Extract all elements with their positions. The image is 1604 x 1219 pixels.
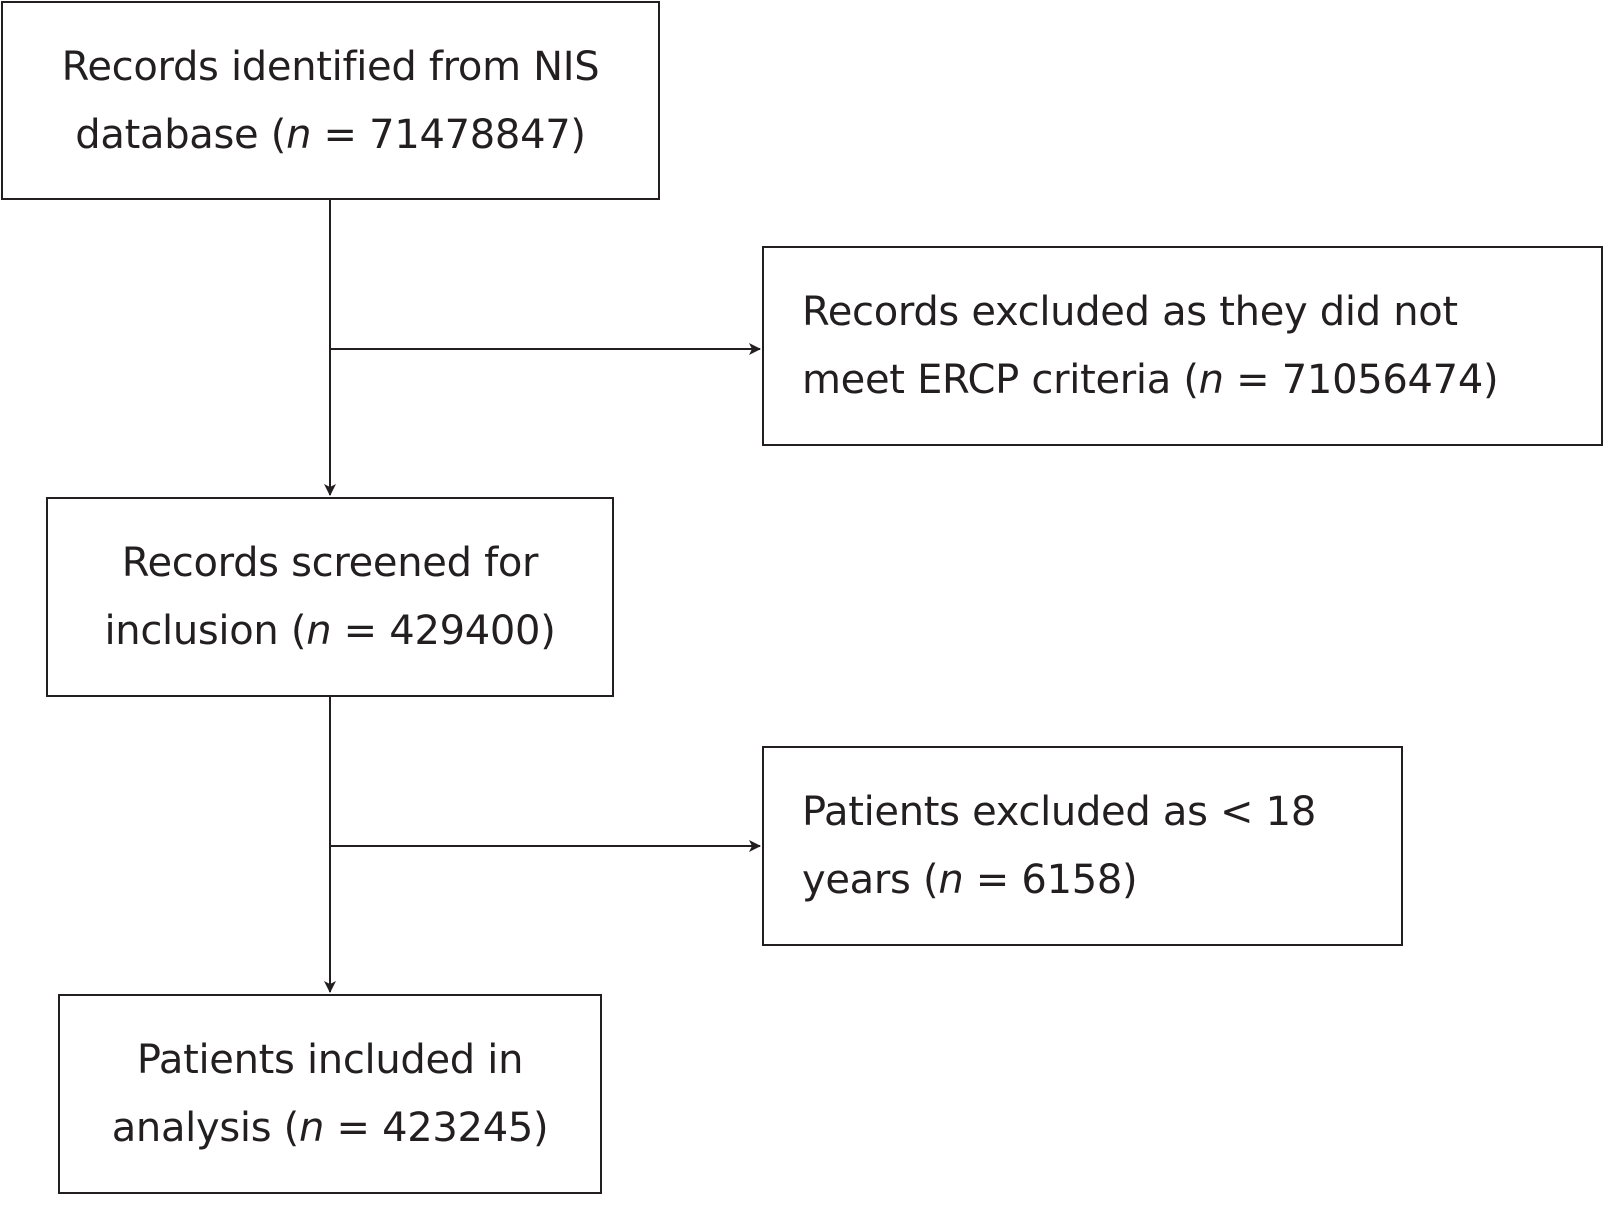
box-records-excluded-ercp: Records excluded as they did not meet ER… bbox=[762, 246, 1603, 446]
box-line-1: Patients excluded as < 18 bbox=[802, 789, 1316, 835]
box-line-2: database (n = 71478847) bbox=[75, 111, 586, 158]
box-records-identified: Records identified from NIS database (n … bbox=[1, 1, 660, 200]
box-line-1: Records identified from NIS bbox=[61, 43, 600, 90]
box-patients-included: Patients included in analysis (n = 42324… bbox=[58, 994, 602, 1194]
box-line-1: Records excluded as they did not bbox=[802, 289, 1458, 335]
box-line-1: Records screened for bbox=[121, 540, 539, 586]
box-line-1: Patients included in bbox=[136, 1037, 524, 1083]
box-line-2: analysis (n = 423245) bbox=[111, 1105, 549, 1151]
box-line-2: years (n = 6158) bbox=[802, 857, 1138, 903]
box-line-2: meet ERCP criteria (n = 71056474) bbox=[802, 357, 1499, 403]
box-line-2: inclusion (n = 429400) bbox=[104, 608, 556, 654]
box-patients-excluded-age: Patients excluded as < 18 years (n = 615… bbox=[762, 746, 1403, 946]
box-records-screened: Records screened for inclusion (n = 4294… bbox=[46, 497, 614, 697]
